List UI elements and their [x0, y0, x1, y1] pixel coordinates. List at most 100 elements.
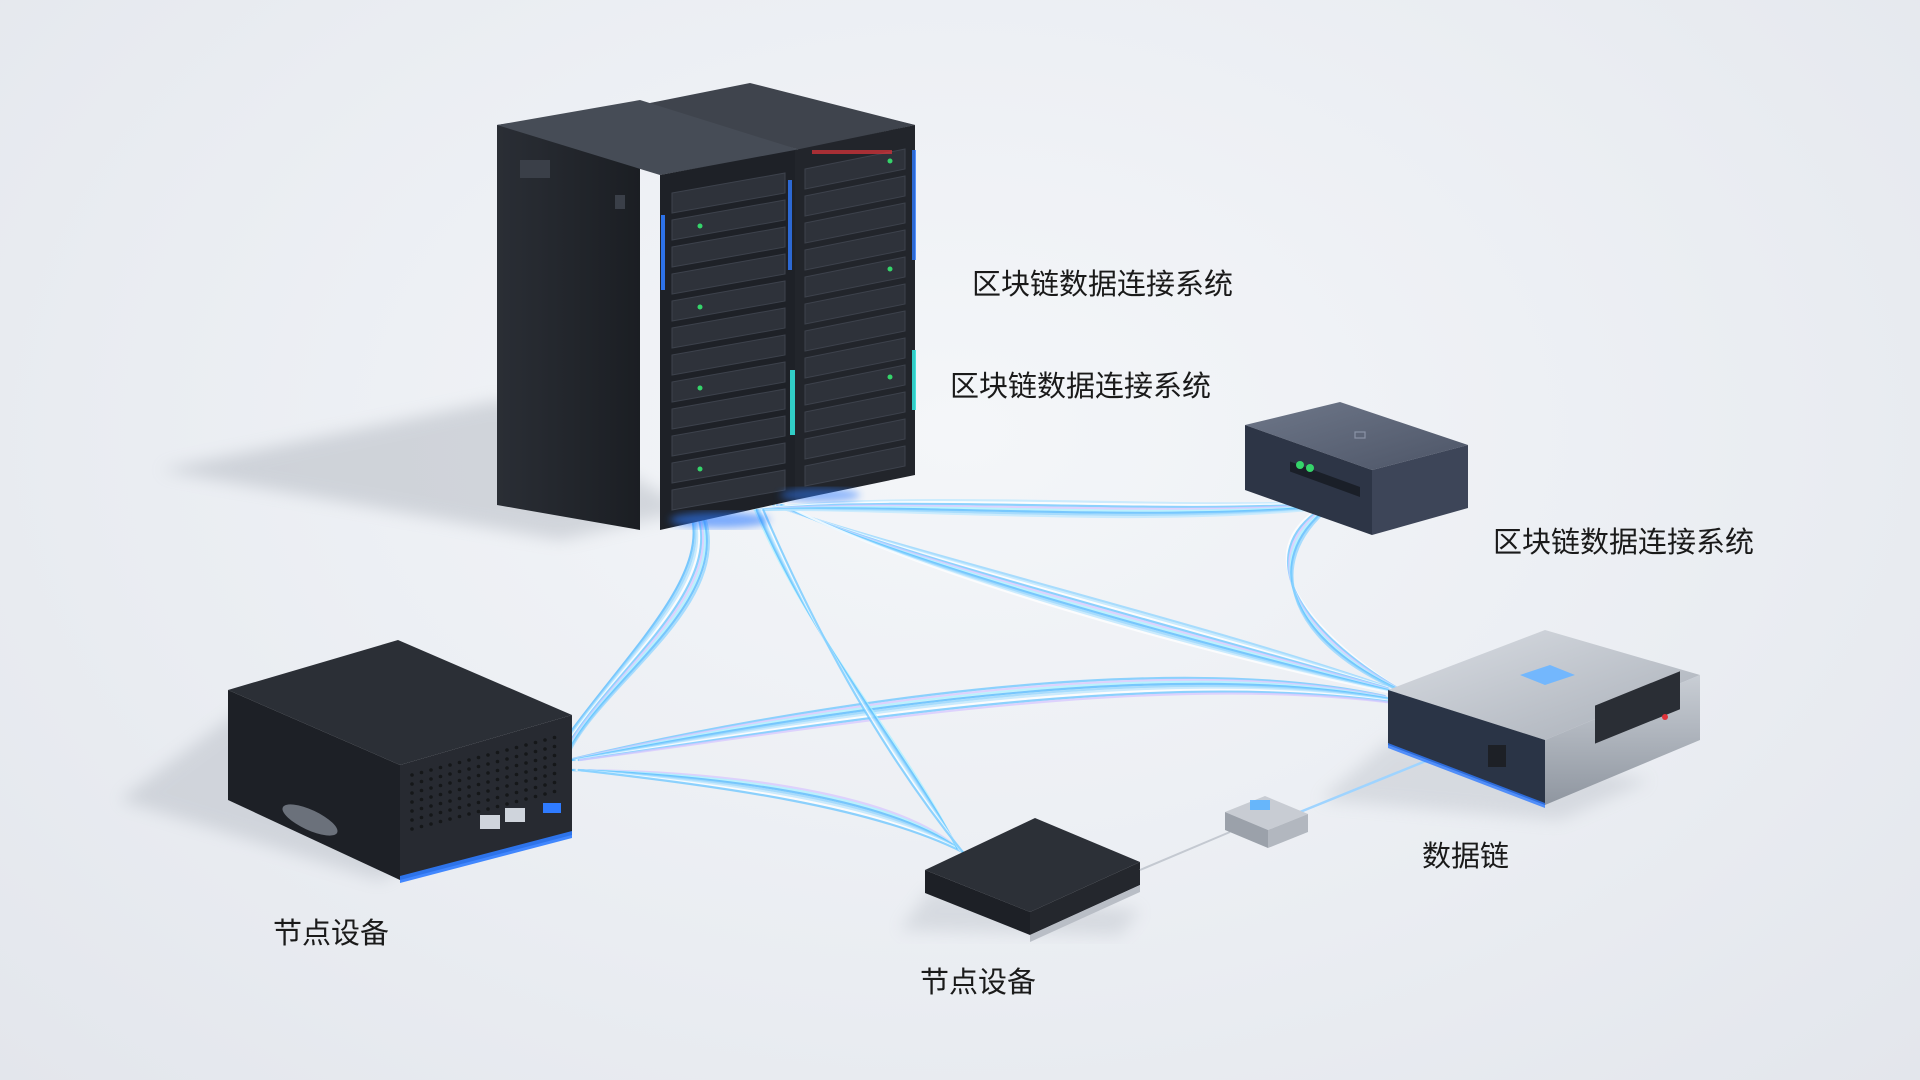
vent-hole [419, 815, 424, 820]
cable-strand [762, 508, 964, 854]
cable-strand [577, 768, 964, 854]
vent-hole [448, 799, 452, 803]
vent-hole [467, 785, 471, 789]
vent-hole [419, 770, 424, 775]
vent-hole [467, 794, 471, 798]
vent-hole [543, 765, 547, 769]
vent-hole [448, 817, 452, 821]
vent-hole [552, 735, 557, 740]
vent-hole [429, 822, 433, 826]
network-switch-icon [1245, 402, 1468, 535]
vent-hole [438, 819, 443, 824]
label-system-title-1: 区块链数据连接系统 [972, 267, 1233, 301]
vent-hole [410, 800, 414, 804]
vent-hole [486, 789, 490, 793]
vent-hole [486, 753, 490, 757]
vent-hole [533, 794, 538, 799]
vent-hole [524, 788, 528, 792]
vent-hole [410, 773, 414, 777]
vent-hole [457, 796, 462, 801]
vent-hole [448, 790, 452, 794]
vent-hole [467, 803, 471, 807]
label-node-bottom: 节点设备 [920, 965, 1036, 999]
vent-hole [486, 762, 490, 766]
gateway-icon [1388, 630, 1700, 808]
label-system-title-2: 区块链数据连接系统 [950, 369, 1211, 403]
vent-hole [543, 783, 547, 787]
drive-bay-left [671, 388, 786, 430]
rack-status-bar [812, 150, 892, 154]
drive-bay-right [804, 175, 906, 217]
vent-hole [429, 786, 433, 790]
vent-hole [495, 768, 500, 773]
drive-bay-left [671, 226, 786, 268]
cable-strand [568, 678, 1388, 762]
vent-hole [438, 792, 443, 797]
cable-strand [554, 518, 697, 758]
vent-hole [486, 807, 490, 811]
vent-hole [438, 774, 443, 779]
vent-hole [448, 772, 452, 776]
vent-hole [467, 758, 471, 762]
vent-hole [552, 771, 557, 776]
vent-hole [429, 804, 433, 808]
cable-strand [577, 690, 1394, 762]
vent-hole [543, 747, 547, 751]
drive-bay-left [671, 199, 786, 241]
drive-led [887, 158, 893, 164]
vent-hole [476, 809, 481, 814]
vent-hole [410, 791, 414, 795]
drive-bay-right [804, 256, 906, 298]
vent-hole [476, 791, 481, 796]
vent-hole [448, 781, 452, 785]
drive-bay-left [671, 442, 786, 484]
vent-hole [552, 744, 557, 749]
cable-strand [567, 676, 1386, 762]
cable-strand [573, 684, 1391, 762]
drive-bay-left [671, 253, 786, 295]
node-box-icon [925, 818, 1140, 942]
vent-hole [486, 798, 490, 802]
drive-bay-left [671, 172, 786, 214]
cable-strand [573, 768, 961, 851]
drive-bay-right [804, 445, 906, 487]
drive-bay-left [671, 415, 786, 457]
vent-hole [533, 740, 538, 745]
label-data-chain: 数据链 [1422, 839, 1509, 873]
vent-hole [514, 772, 519, 777]
vent-hole [533, 776, 538, 781]
vent-hole [429, 768, 433, 772]
drive-bay-right [804, 337, 906, 379]
vent-hole [419, 779, 424, 784]
vent-hole [495, 777, 500, 782]
vent-hole [438, 765, 443, 770]
vent-hole [495, 750, 500, 755]
vent-hole [533, 785, 538, 790]
cable-strand [571, 768, 960, 850]
vent-hole [524, 770, 528, 774]
vent-hole [514, 781, 519, 786]
vent-hole [552, 780, 557, 785]
drive-bay-right [804, 418, 906, 460]
vent-hole [505, 757, 509, 761]
drive-bay-right [804, 229, 906, 271]
vent-hole [476, 773, 481, 778]
vent-hole [457, 778, 462, 783]
vent-hole [543, 792, 547, 796]
rack-drive-bays [671, 148, 906, 511]
vent-hole [429, 813, 433, 817]
drive-bay-left [671, 280, 786, 322]
vent-hole [457, 787, 462, 792]
drive-bay-right [804, 148, 906, 190]
cable-strand [570, 680, 1389, 762]
vent-hole [524, 752, 528, 756]
vent-hole [429, 777, 433, 781]
vent-hole [505, 802, 509, 806]
vent-hole [410, 782, 414, 786]
vent-hole [552, 753, 557, 758]
vent-hole [410, 818, 414, 822]
vent-hole [467, 812, 471, 816]
cable-strand [568, 768, 958, 849]
mini-pc-icon [228, 640, 572, 883]
cable-strand [563, 518, 710, 765]
